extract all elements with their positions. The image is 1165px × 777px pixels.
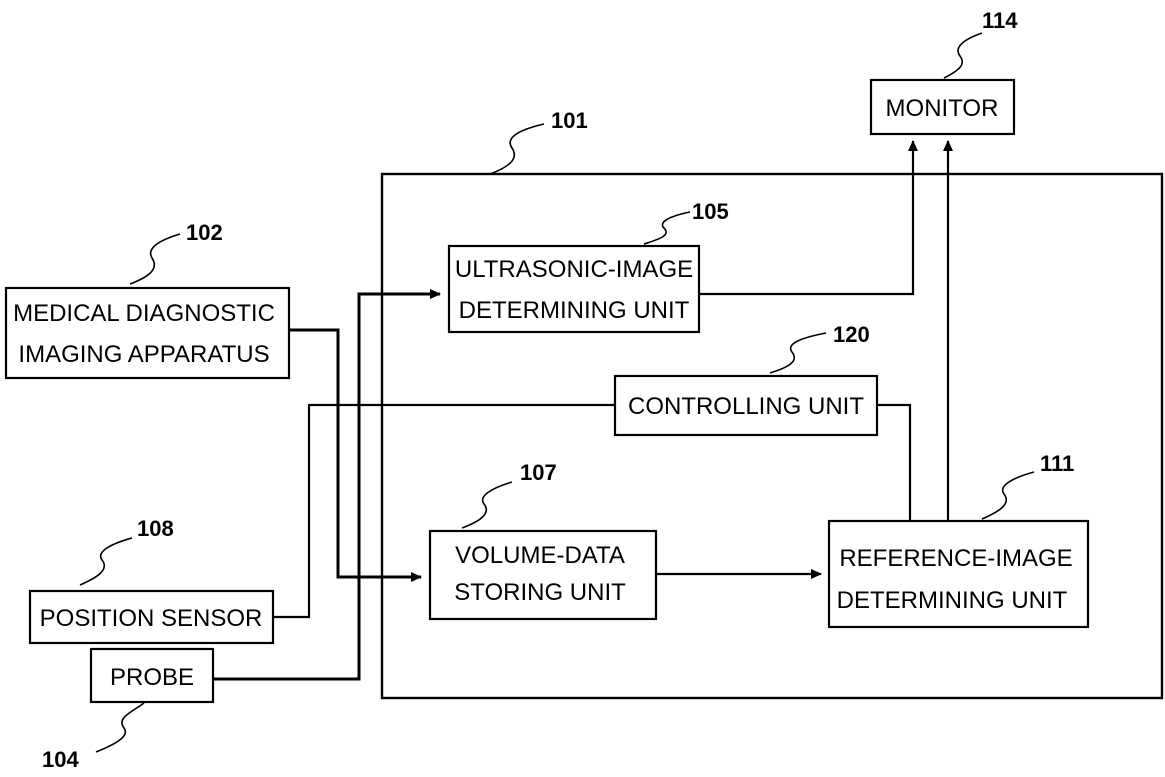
ref-107-leader [462, 482, 512, 528]
ref-108: 108 [137, 516, 174, 541]
ref-120-leader [770, 333, 826, 373]
monitor-label: MONITOR [886, 95, 999, 122]
controlling-to-reference-line [877, 405, 910, 521]
ref-102-leader [130, 234, 180, 284]
ref-105: 105 [692, 199, 729, 224]
reference-unit-label-line2: DETERMINING UNIT [837, 587, 1068, 614]
volume-unit-label-line2: STORING UNIT [454, 579, 626, 606]
ultrasonic-to-monitor-arrow [699, 141, 913, 294]
volume-unit-label-line1: VOLUME-DATA [455, 542, 625, 569]
ref-104: 104 [42, 747, 79, 772]
ref-101: 101 [551, 108, 588, 133]
position-sensor-label: POSITION SENSOR [40, 605, 263, 632]
ref-107: 107 [520, 460, 557, 485]
ref-111-leader [982, 472, 1034, 519]
ref-105-leader [644, 212, 690, 244]
ref-102: 102 [186, 220, 223, 245]
medical-imaging-label-line2: IMAGING APPARATUS [18, 341, 269, 368]
ref-120: 120 [833, 322, 870, 347]
ultrasonic-unit-label-line1: ULTRASONIC-IMAGE [455, 256, 693, 283]
ref-101-leader [490, 124, 544, 174]
ref-108-leader [80, 538, 132, 585]
ref-114-leader [944, 33, 982, 78]
controlling-unit-label: CONTROLLING UNIT [628, 393, 864, 420]
ref-111: 111 [1040, 451, 1074, 476]
ultrasonic-unit-label-line2: DETERMINING UNIT [459, 297, 690, 324]
reference-unit-label-line1: REFERENCE-IMAGE [839, 545, 1072, 572]
probe-label: PROBE [110, 664, 194, 691]
ref-104-leader [96, 703, 144, 752]
ref-114: 114 [982, 8, 1018, 33]
medical-imaging-label-line1: MEDICAL DIAGNOSTIC [13, 300, 275, 327]
